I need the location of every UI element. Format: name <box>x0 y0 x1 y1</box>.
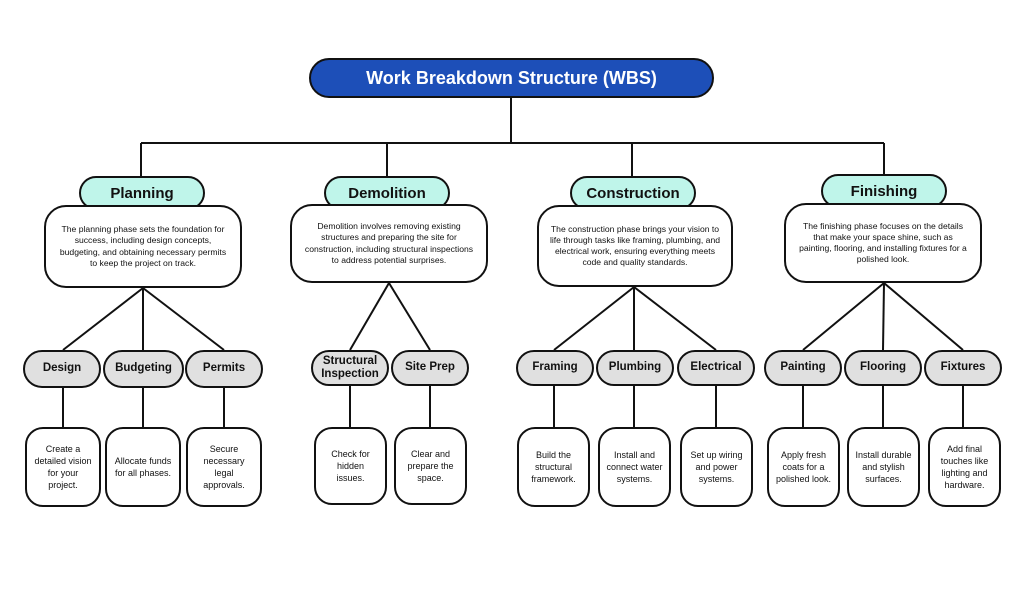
task-painting: Painting <box>764 350 842 386</box>
phase-construction: Construction <box>570 176 696 210</box>
task-permits-detail: Secure necessary legal approvals. <box>186 427 262 507</box>
task-fixtures: Fixtures <box>924 350 1002 386</box>
task-budgeting-detail: Allocate funds for all phases. <box>105 427 181 507</box>
phase-finishing-description: The finishing phase focuses on the detai… <box>784 203 982 283</box>
phase-demolition-description: Demolition involves removing existing st… <box>290 204 488 283</box>
task-electrical-detail: Set up wiring and power systems. <box>680 427 753 507</box>
task-site-prep: Site Prep <box>391 350 469 386</box>
task-framing-detail: Build the structural framework. <box>517 427 590 507</box>
task-flooring-detail: Install durable and stylish surfaces. <box>847 427 920 507</box>
task-framing: Framing <box>516 350 594 386</box>
phase-finishing: Finishing <box>821 174 947 208</box>
task-fixtures-detail: Add final touches like lighting and hard… <box>928 427 1001 507</box>
task-design-detail: Create a detailed vision for your projec… <box>25 427 101 507</box>
task-flooring: Flooring <box>844 350 922 386</box>
task-electrical: Electrical <box>677 350 755 386</box>
task-design: Design <box>23 350 101 388</box>
phase-planning: Planning <box>79 176 205 210</box>
task-painting-detail: Apply fresh coats for a polished look. <box>767 427 840 507</box>
task-budgeting: Budgeting <box>103 350 184 388</box>
task-plumbing: Plumbing <box>596 350 674 386</box>
task-permits: Permits <box>185 350 263 388</box>
phase-construction-description: The construction phase brings your visio… <box>537 205 733 287</box>
diagram-title: Work Breakdown Structure (WBS) <box>309 58 714 98</box>
task-plumbing-detail: Install and connect water systems. <box>598 427 671 507</box>
task-site-prep-detail: Clear and prepare the space. <box>394 427 467 505</box>
phase-planning-description: The planning phase sets the foundation f… <box>44 205 242 288</box>
task-structural-inspection-detail: Check for hidden issues. <box>314 427 387 505</box>
task-structural-inspection: Structural Inspection <box>311 350 389 386</box>
